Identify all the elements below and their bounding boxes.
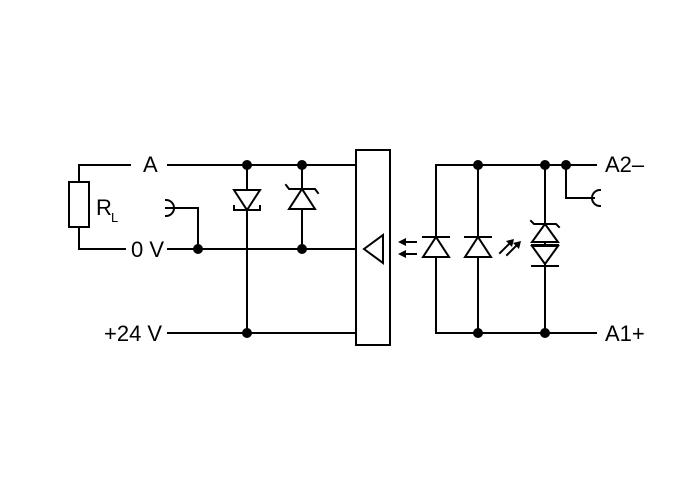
hook-arc [591, 188, 602, 208]
junction-dot [540, 328, 550, 338]
led-emission-line [505, 243, 519, 257]
connector-hook-right [565, 164, 602, 208]
photodiode-triangle [421, 235, 451, 258]
tvs-lower-triangle [530, 245, 560, 266]
terminal-a1-label: A1+ [605, 321, 645, 346]
diode-2-triangle [287, 187, 317, 210]
terminal-a-label: A [143, 152, 158, 177]
photodiode [421, 235, 451, 258]
led-emission-line [498, 241, 512, 255]
led [463, 235, 521, 258]
junction-dot [473, 328, 483, 338]
led-triangle [463, 235, 493, 258]
junction-dot [297, 160, 307, 170]
junction-dot [540, 160, 550, 170]
led-emission-arrowhead [513, 241, 521, 249]
diode-1-triangle [232, 189, 262, 212]
junction-dot [473, 160, 483, 170]
diode-1 [232, 189, 262, 212]
connector-hook-left [164, 198, 199, 250]
amplifier-block [355, 149, 391, 346]
junction-dot [242, 328, 252, 338]
opto-arrowhead [398, 250, 406, 258]
led-emission-arrowhead [506, 239, 514, 247]
resistor-label: R [96, 195, 112, 220]
tvs-diode [529, 219, 561, 267]
terminal-0v-label: 0 V [131, 237, 164, 262]
resistor-body [68, 181, 90, 228]
amplifier-triangle [362, 233, 384, 265]
junction-dot [193, 244, 203, 254]
resistor-label-subscript: L [111, 210, 118, 225]
terminal-a2-label: A2– [605, 152, 645, 177]
terminal-24v-label: +24 V [104, 321, 162, 346]
optocoupler-arrows [398, 238, 417, 258]
diode-1-bar [233, 205, 261, 211]
opto-arrowhead [398, 238, 406, 246]
junction-dot [297, 244, 307, 254]
diode-2 [284, 183, 320, 210]
tvs-upper-triangle [530, 222, 560, 243]
junction-dot [561, 160, 571, 170]
diode-2-bar [284, 183, 320, 195]
junction-dot [242, 160, 252, 170]
load-resistor [68, 164, 131, 250]
